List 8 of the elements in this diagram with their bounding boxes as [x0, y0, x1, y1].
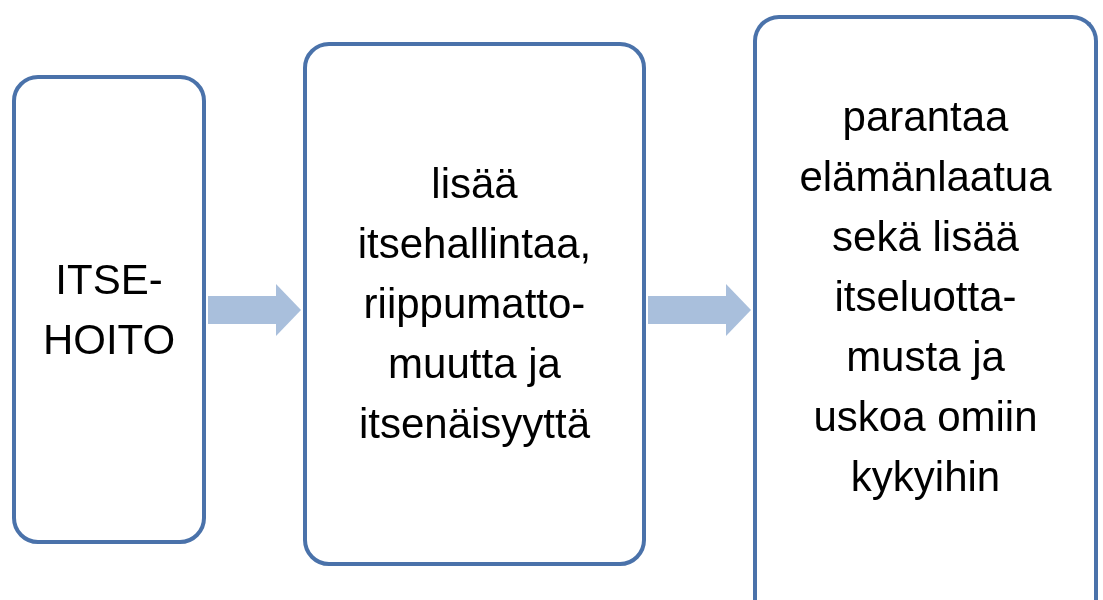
box-text: lisää itsehallintaa, riippumatto- muutta ja itsenäisyyttä	[356, 159, 593, 449]
rounded-box	[753, 15, 1098, 600]
block-arrow	[208, 284, 301, 336]
block-arrow	[648, 284, 751, 336]
rounded-box	[12, 75, 206, 544]
box-text: parantaa elämänlaatua sekä lisää itseluotta- musta ja uskoa omiin kykyihin	[798, 92, 1053, 502]
rounded-box	[303, 42, 646, 566]
box-text: ITSE- HOITO	[41, 254, 177, 365]
